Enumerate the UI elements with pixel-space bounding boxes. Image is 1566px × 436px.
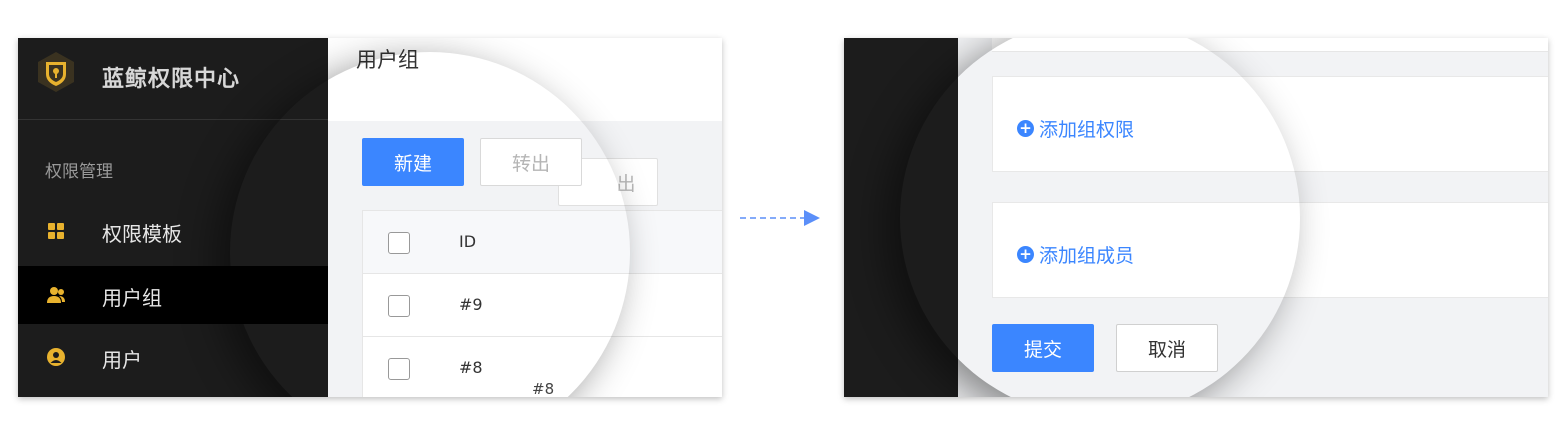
column-header-id: ID	[459, 232, 477, 251]
sidebar: 蓝鲸权限中心 权限管理 权限模板	[18, 38, 328, 397]
row-checkbox[interactable]	[388, 295, 410, 317]
plus-circle-icon: +	[1017, 246, 1034, 263]
add-group-permission-link[interactable]: + 添加组权限	[1017, 115, 1134, 142]
grid-icon	[46, 221, 66, 241]
user-group-table: ID #9 #8	[362, 210, 722, 397]
add-group-permission-label: 添加组权限	[1039, 119, 1135, 141]
row-id-ghost: #8	[532, 380, 555, 397]
group-permission-panel: + 添加组权限	[992, 76, 1548, 172]
right-screenshot: + 添加组权限 + 添加组成员 提交 取消	[844, 38, 1548, 397]
sidebar-item-user[interactable]: 用户	[18, 328, 328, 386]
select-all-checkbox[interactable]	[388, 232, 410, 254]
user-icon	[46, 347, 66, 367]
app-logo	[34, 50, 78, 94]
app-name: 蓝鲸权限中心	[102, 67, 241, 92]
export-button[interactable]: 转出	[480, 138, 582, 186]
sidebar-item-label: 用户组	[102, 286, 162, 310]
sidebar	[844, 38, 958, 397]
main-content: 用户组 出 新建 转出 ID #9 #8	[328, 38, 722, 397]
users-icon	[46, 285, 66, 305]
form-panel-top	[992, 38, 1548, 52]
row-checkbox[interactable]	[388, 358, 410, 380]
table-header-row: ID	[363, 211, 722, 274]
new-button[interactable]: 新建	[362, 138, 464, 186]
page-header: 用户组	[328, 38, 722, 121]
left-screenshot: 蓝鲸权限中心 权限管理 权限模板	[18, 38, 722, 397]
sidebar-divider	[18, 119, 328, 120]
add-group-member-link[interactable]: + 添加组成员	[1017, 241, 1134, 268]
row-id: #8	[459, 358, 483, 377]
page-title: 用户组	[356, 48, 419, 72]
table-row[interactable]: #9	[363, 274, 722, 337]
sidebar-item-label: 权限模板	[102, 222, 182, 246]
plus-circle-icon: +	[1017, 120, 1034, 137]
cancel-button[interactable]: 取消	[1116, 324, 1218, 372]
group-member-panel: + 添加组成员	[992, 202, 1548, 298]
sidebar-item-label: 用户	[102, 348, 142, 372]
transition-arrow-icon	[738, 208, 822, 228]
table-row[interactable]: #8	[363, 337, 722, 397]
sidebar-item-permission-template[interactable]: 权限模板	[18, 202, 328, 260]
sidebar-section-title: 权限管理	[45, 162, 113, 182]
add-group-member-label: 添加组成员	[1039, 245, 1135, 267]
submit-button[interactable]: 提交	[992, 324, 1094, 372]
sidebar-item-user-group[interactable]: 用户组	[18, 266, 328, 324]
row-id: #9	[459, 295, 483, 314]
